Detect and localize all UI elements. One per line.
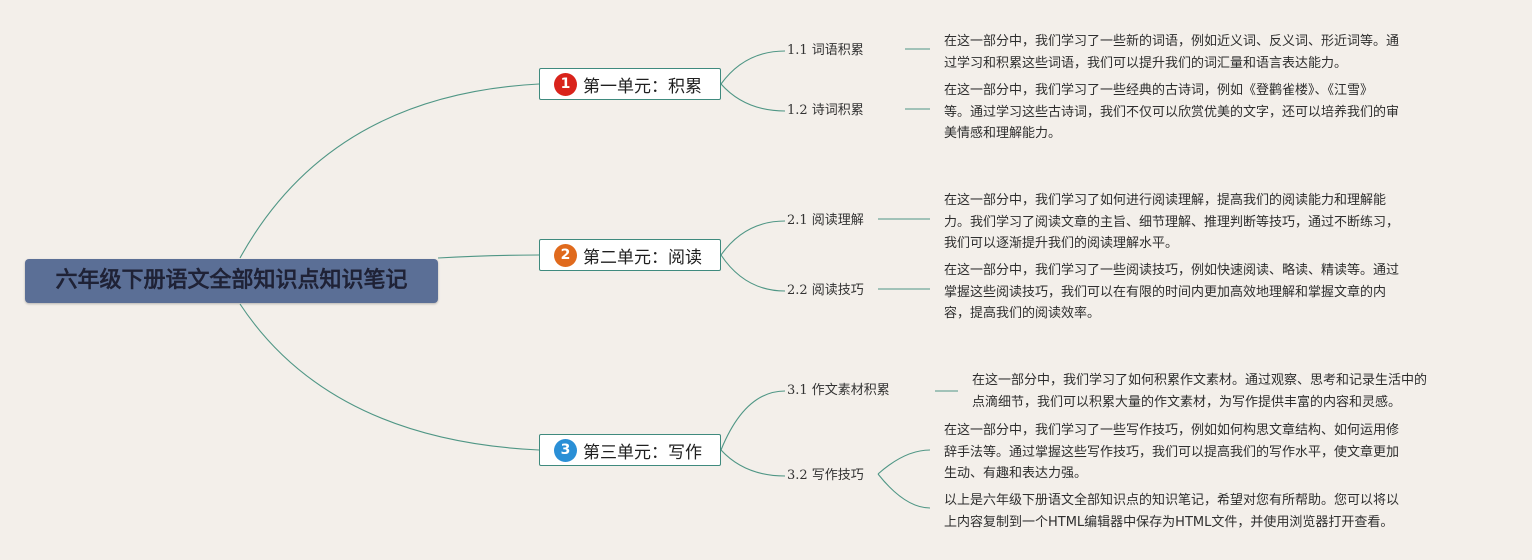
- link-sub-3-2-closing: [877, 473, 931, 509]
- unit-2-node[interactable]: 2 第二单元：阅读: [539, 239, 721, 271]
- number-2-icon: 2: [554, 243, 577, 267]
- closing-note: 以上是六年级下册语文全部知识点的知识笔记，希望对您有所帮助。您可以将以上内容复制…: [944, 493, 1400, 530]
- link-unit-1-sub-2: [720, 83, 786, 112]
- link-root-unit-1: [239, 83, 540, 259]
- root-topic[interactable]: 六年级下册语文全部知识点知识笔记: [25, 259, 438, 303]
- subtopic-3-2[interactable]: 3.2 写作技巧: [787, 468, 864, 483]
- unit-1-label: 第一单元：积累: [583, 76, 702, 97]
- description-3-1: 在这一部分中，我们学习了如何积累作文素材。通过观察、思考和记录生活中的点滴细节，…: [972, 373, 1428, 410]
- link-unit-2-sub-1: [720, 220, 786, 256]
- description-1-2: 在这一部分中，我们学习了一些经典的古诗词，例如《登鹳雀楼》、《江雪》等。通过学习…: [944, 83, 1400, 141]
- link-unit-3-sub-2: [720, 449, 786, 477]
- description-3-2: 在这一部分中，我们学习了一些写作技巧，例如如何构思文章结构、如何运用修辞手法等。…: [944, 423, 1400, 481]
- description-1-1: 在这一部分中，我们学习了一些新的词语，例如近义词、反义词、形近词等。通过学习和积…: [944, 34, 1400, 71]
- number-1-icon: 1: [554, 72, 577, 96]
- unit-1-node[interactable]: 1 第一单元：积累: [539, 68, 721, 100]
- subtopic-1-2[interactable]: 1.2 诗词积累: [787, 103, 864, 118]
- link-unit-3-sub-1: [720, 390, 786, 451]
- unit-3-label: 第三单元：写作: [583, 442, 702, 463]
- link-unit-2-sub-2: [720, 254, 786, 292]
- link-root-unit-2: [437, 254, 540, 259]
- link-root-unit-3: [239, 303, 540, 451]
- description-2-1: 在这一部分中，我们学习了如何进行阅读理解，提高我们的阅读能力和理解能力。我们学习…: [944, 193, 1400, 251]
- subtopic-2-2[interactable]: 2.2 阅读技巧: [787, 283, 864, 298]
- link-sub-3-2-desc: [877, 449, 931, 475]
- subtopic-3-1[interactable]: 3.1 作文素材积累: [787, 383, 890, 398]
- number-3-icon: 3: [554, 438, 577, 462]
- unit-3-node[interactable]: 3 第三单元：写作: [539, 434, 721, 466]
- link-unit-1-sub-1: [720, 50, 786, 85]
- description-2-2: 在这一部分中，我们学习了一些阅读技巧，例如快速阅读、略读、精读等。通过掌握这些阅…: [944, 263, 1400, 321]
- unit-2-label: 第二单元：阅读: [583, 247, 702, 268]
- subtopic-1-1[interactable]: 1.1 词语积累: [787, 43, 864, 58]
- subtopic-2-1[interactable]: 2.1 阅读理解: [787, 213, 864, 228]
